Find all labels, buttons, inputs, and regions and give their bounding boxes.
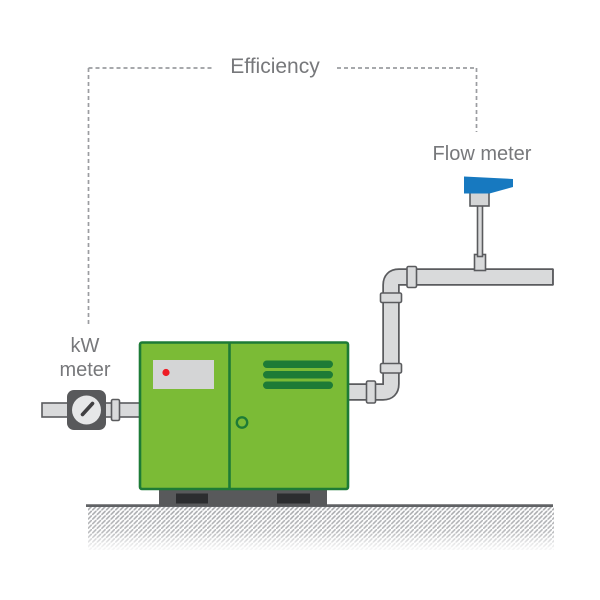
flow-meter-stem <box>476 204 484 258</box>
flow-meter-transmitter-base <box>469 191 490 207</box>
vent-slat <box>263 381 333 389</box>
ground-hatching <box>88 506 554 550</box>
pipe-flange <box>379 362 403 374</box>
kw-meter-outlet-pipe <box>103 402 141 418</box>
kw-meter-inlet-pipe <box>41 402 70 418</box>
kw-meter-device <box>41 390 141 430</box>
power-led-icon <box>162 368 170 377</box>
pipe-outline <box>348 268 553 401</box>
pipe-fill <box>347 270 553 399</box>
compressor-foot <box>277 493 310 504</box>
compressor-unit <box>138 341 350 506</box>
pipe-flange <box>406 265 418 289</box>
flow-meter-label: Flow meter <box>432 143 532 165</box>
efficiency-bracket <box>87 67 478 326</box>
pipe-flange <box>365 380 377 404</box>
discharge-pipe-run <box>347 265 554 404</box>
door-handle-icon <box>235 416 249 429</box>
gauge-needle-icon <box>80 401 95 417</box>
vent-slat <box>263 360 333 368</box>
efficiency-label: Efficiency <box>230 55 320 78</box>
pipe-flange <box>110 398 121 422</box>
flow-meter-head-icon <box>464 176 513 194</box>
vent-grille-icon <box>263 360 333 389</box>
ground <box>86 504 554 550</box>
control-display-panel <box>153 360 214 389</box>
kw-meter-label-line2: meter <box>59 359 111 381</box>
kw-meter-label-line1: kW <box>70 335 100 357</box>
flow-meter-device <box>464 176 513 272</box>
kw-meter-label: kW meter <box>30 334 140 382</box>
pipe-flange <box>379 292 403 304</box>
vent-slat <box>263 371 333 379</box>
compressor-foot <box>176 493 208 504</box>
